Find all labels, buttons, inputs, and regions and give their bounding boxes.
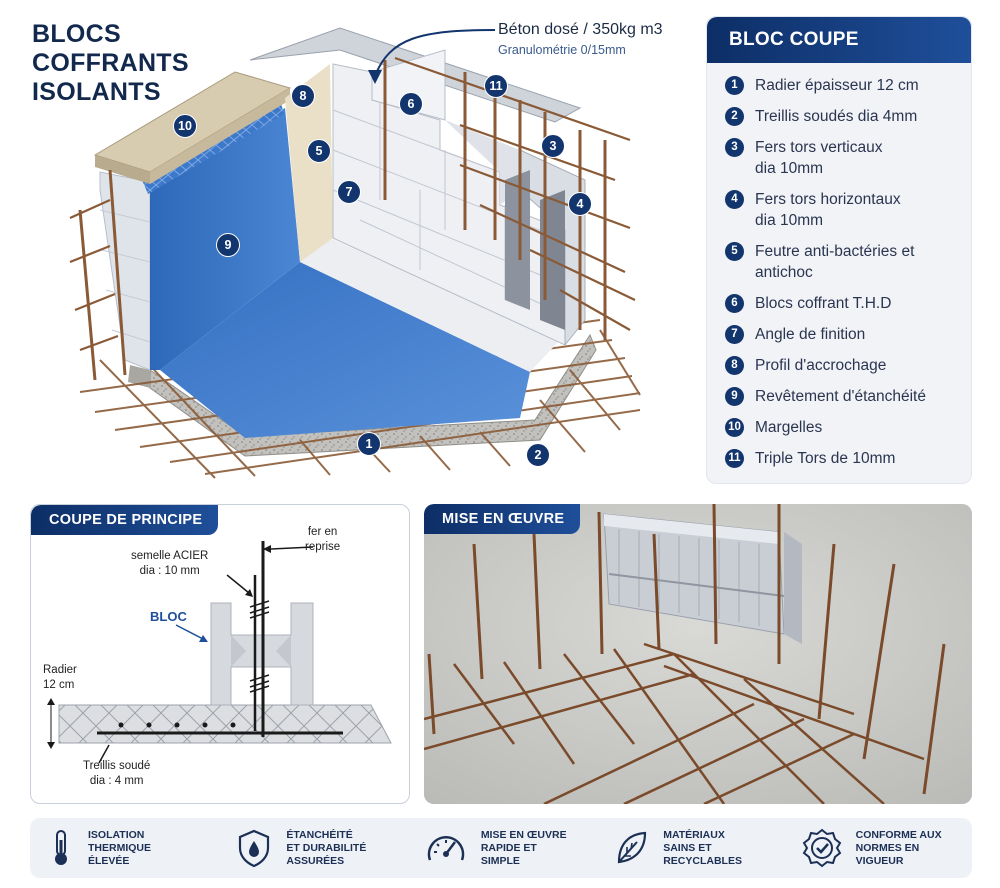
coupe-drawing [47, 541, 392, 764]
marker-9: 9 [216, 233, 240, 257]
legend-title: BLOC COUPE [707, 17, 971, 63]
marker-3: 3 [541, 134, 565, 158]
feature-isolation: ISOLATION THERMIQUE ÉLEVÉE [30, 828, 218, 868]
mise-panel: MISE EN ŒUVRE [424, 504, 972, 804]
marker-8: 8 [291, 84, 315, 108]
gauge-icon [427, 836, 465, 861]
marker-4: 4 [568, 192, 592, 216]
semelle-label: semelle ACIER dia : 10 mm [131, 550, 209, 577]
marker-2: 2 [526, 443, 550, 467]
marker-6: 6 [399, 92, 423, 116]
beton-note: Béton dosé / 350kg m3 Granulométrie 0/15… [498, 21, 663, 57]
feature-etancheite: ÉTANCHÉITÉ ET DURABILITÉ ASSURÉES [218, 828, 406, 868]
marker-5: 5 [307, 139, 331, 163]
radier-label: Radier 12 cm [43, 664, 77, 691]
marker-10: 10 [173, 114, 197, 138]
fer-reprise-label: fer en reprise [305, 526, 341, 553]
treillis-label: Treillis soudé dia : 4 mm [83, 760, 151, 787]
beton-granulometry: Granulométrie 0/15mm [498, 43, 626, 57]
marker-11: 11 [484, 74, 508, 98]
coupe-title: COUPE DE PRINCIPE [31, 505, 219, 535]
feature-mise-en-oeuvre: MISE EN ŒUVRE RAPIDE ET SIMPLE [407, 828, 595, 868]
features-bar: ISOLATION THERMIQUE ÉLEVÉE ÉTANCHÉITÉ ET… [30, 818, 972, 878]
badge-check-icon [802, 828, 841, 868]
mise-photo [424, 504, 972, 804]
title-line-1: BLOCS [32, 20, 121, 48]
main-title: BLOCS COFFRANTS ISOLANTS [32, 20, 189, 107]
feature-materiaux: MATÉRIAUX SAINS ET RECYCLABLES [595, 828, 783, 868]
shield-drop-icon [239, 829, 270, 868]
marker-1: 1 [357, 432, 381, 456]
feature-conforme: CONFORME AUX NORMES EN VIGUEUR [784, 828, 972, 868]
mise-title: MISE EN ŒUVRE [424, 504, 581, 534]
coupe-panel: COUPE DE PRINCIPE fer en reprise semelle… [30, 504, 410, 804]
leaf-icon [618, 831, 647, 864]
title-line-3: ISOLANTS [32, 78, 161, 106]
thermometer-icon [55, 830, 67, 865]
bloc-label: BLOC [150, 609, 187, 624]
beton-arrow [368, 29, 496, 84]
marker-7: 7 [337, 180, 361, 204]
beton-dosage: Béton dosé / 350kg m3 [498, 21, 663, 38]
title-line-2: COFFRANTS [32, 49, 189, 77]
